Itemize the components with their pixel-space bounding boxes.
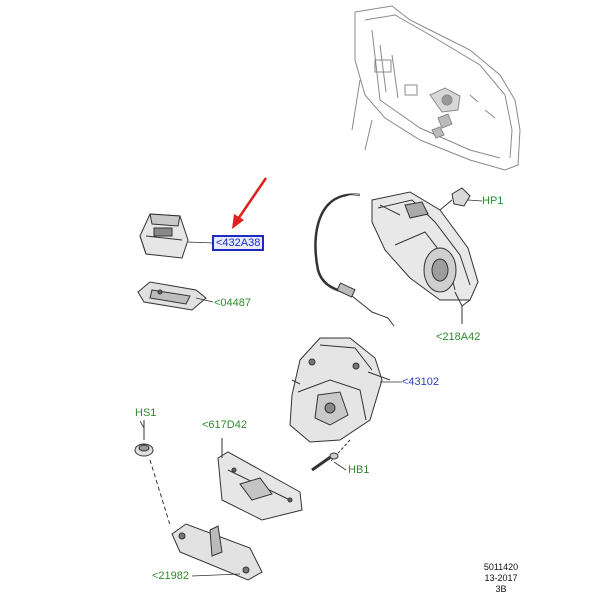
latch-actuator-part	[314, 191, 479, 327]
callout-actuator-switch[interactable]: <432A38	[212, 235, 265, 251]
callout-release-cable[interactable]: <218A42	[436, 331, 481, 343]
drawing-revision: 3B	[495, 584, 507, 594]
callout-grommet[interactable]: HS1	[135, 407, 157, 419]
drawing-number: 5011420	[483, 562, 519, 572]
leader-line	[195, 297, 214, 303]
callout-switch-bezel[interactable]: <04487	[214, 297, 252, 309]
drawing-stamp: 5011420 13-2017 3B	[476, 562, 526, 595]
drawing-date: 13-2017	[484, 573, 518, 583]
striker-bracket-part	[171, 523, 263, 581]
callout-striker-bracket[interactable]: <21982	[152, 570, 190, 582]
harness-plug-part	[439, 187, 471, 211]
bolt-part	[311, 439, 351, 472]
switch-bezel-part	[137, 281, 207, 311]
leader-line	[139, 420, 145, 429]
leader-line	[467, 199, 483, 202]
grommet-part	[134, 420, 171, 526]
leader-line	[187, 241, 214, 244]
callout-latch[interactable]: <43102	[402, 376, 440, 388]
tailgate-panel	[351, 5, 521, 171]
striker-cover-part	[217, 438, 303, 521]
red-arrow-icon	[232, 177, 268, 229]
callout-harness-plug[interactable]: HP1	[482, 195, 504, 207]
callout-striker-cover[interactable]: <617D42	[202, 419, 247, 431]
tailgate-switch-part	[139, 213, 189, 259]
leader-line	[191, 573, 241, 577]
callout-bolt[interactable]: HB1	[348, 464, 370, 476]
tailgate-latch-part	[289, 337, 391, 443]
